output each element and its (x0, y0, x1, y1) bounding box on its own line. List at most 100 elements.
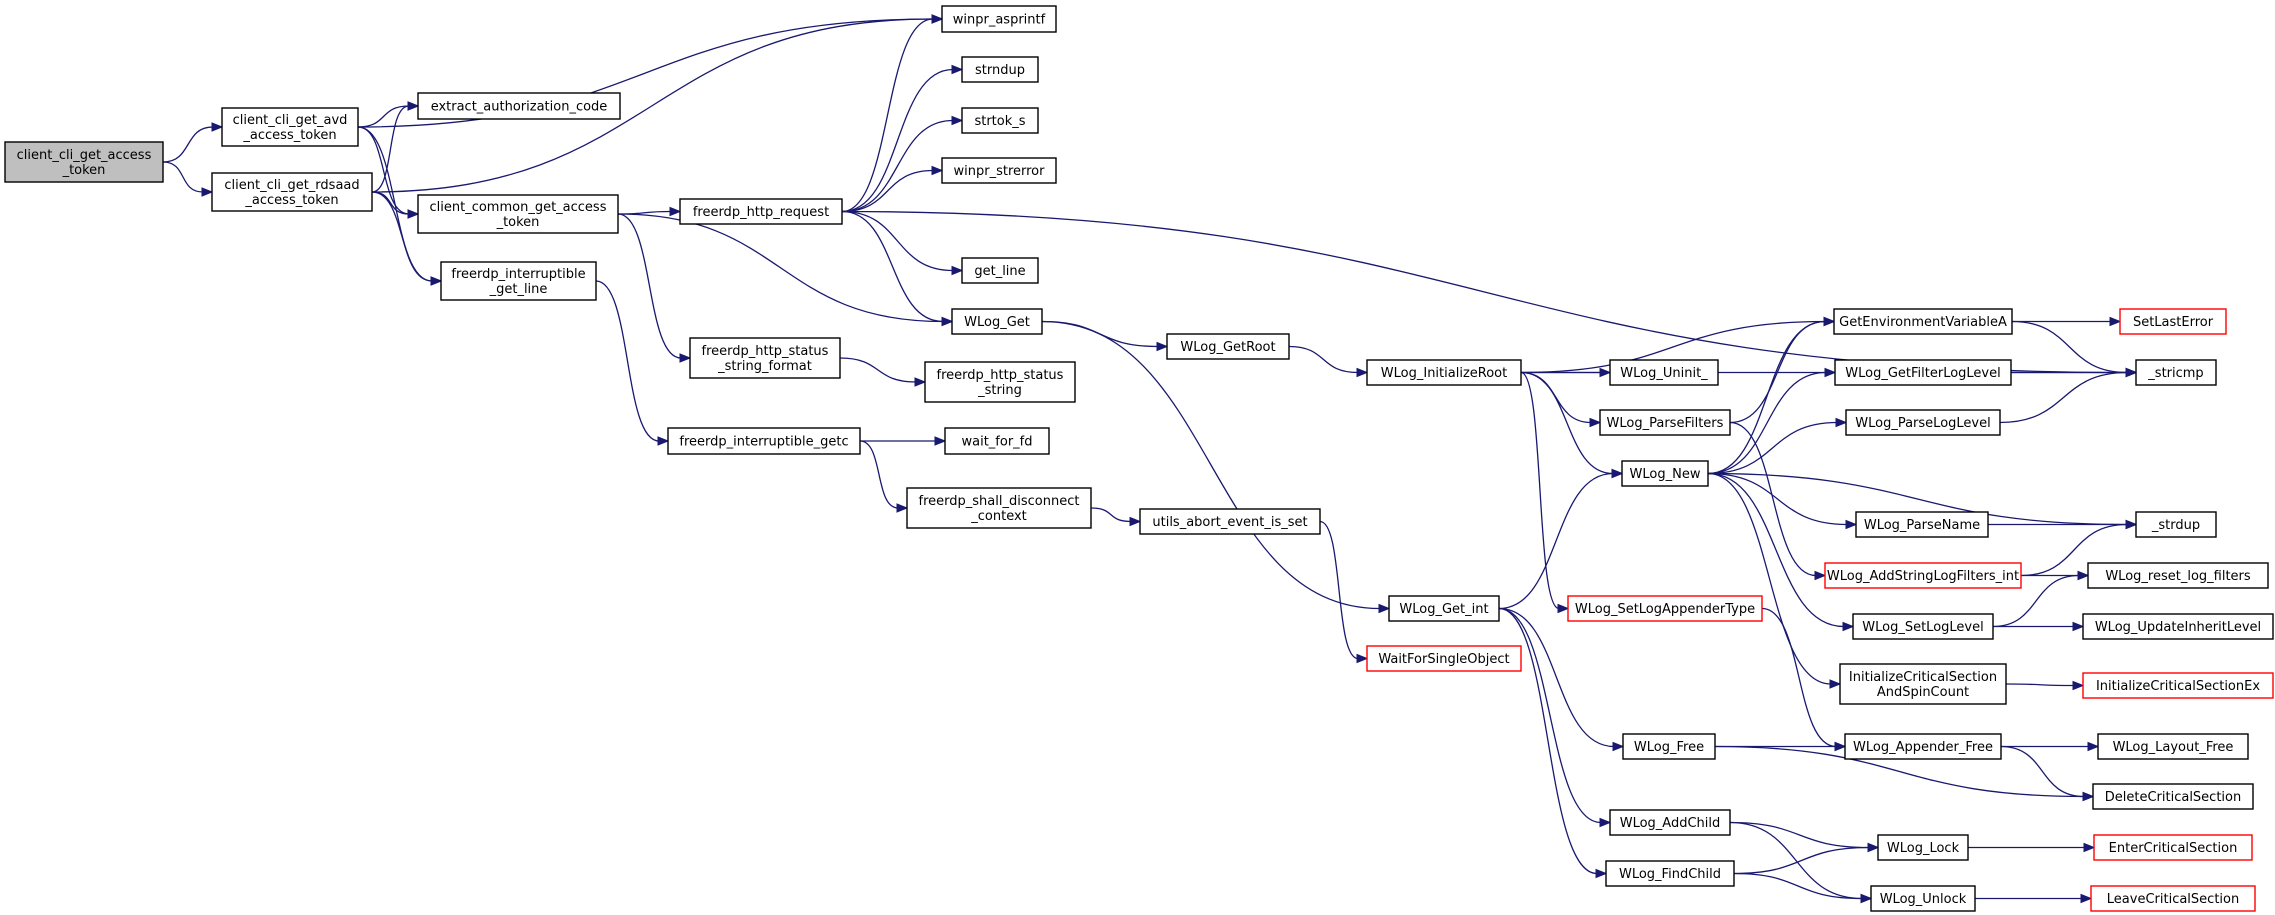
function-node-abort-event[interactable]: utils_abort_event_is_set (1139, 508, 1321, 535)
function-node-parse-level[interactable]: WLog_ParseLogLevel (1845, 409, 2001, 436)
node-label: WLog_UpdateInheritLevel (2095, 620, 2261, 635)
function-node-strndup[interactable]: strndup (961, 56, 1039, 83)
function-node-root[interactable]: client_cli_get_access_token (4, 141, 164, 183)
node-box (2097, 733, 2249, 760)
call-edge-status_format-to-status_string (839, 357, 927, 387)
node-label: get_line (974, 264, 1025, 279)
node-label: WLog_Uninit_ (1620, 366, 1708, 381)
node-box (1621, 460, 1709, 487)
arrowhead (1356, 367, 1369, 378)
node-label: DeleteCriticalSection (2105, 790, 2241, 805)
function-node-set-last-error[interactable]: SetLastError (2119, 308, 2227, 335)
edge-line (371, 191, 433, 282)
function-node-layout-free[interactable]: WLog_Layout_Free (2097, 733, 2249, 760)
arrowhead (2125, 519, 2138, 530)
function-node-uninit[interactable]: WLog_Uninit_ (1609, 359, 1719, 386)
function-node-avd[interactable]: client_cli_get_avd_access_token (221, 107, 359, 147)
function-node-set-level[interactable]: WLog_SetLogLevel (1852, 613, 1994, 640)
call-edge-wlog_get-to-get_int (1041, 320, 1391, 614)
node-label: EnterCriticalSection (2109, 841, 2238, 856)
arrowhead (931, 14, 944, 24)
edge-line (841, 169, 934, 213)
node-label: GetEnvironmentVariableA (1839, 315, 2007, 330)
edge-line (1707, 472, 1848, 526)
function-node-get-int[interactable]: WLog_Get_int (1388, 595, 1500, 622)
function-node-update-inherit[interactable]: WLog_UpdateInheritLevel (2082, 613, 2274, 640)
function-node-interruptible-line[interactable]: freerdp_interruptible_get_line (440, 261, 597, 301)
edge-line (1041, 320, 1381, 610)
function-node-wlog-unlock[interactable]: WLog_Unlock (1870, 885, 1976, 912)
function-node-common[interactable]: client_common_get_access_token (417, 194, 619, 234)
call-edge-add_child-to-wlog_unlock (1729, 821, 1873, 904)
arrowhead (1824, 367, 1837, 378)
node-label: client_cli_get_access (17, 148, 152, 163)
function-node-parse-name[interactable]: WLog_ParseName (1855, 511, 1989, 538)
function-node-http-request[interactable]: freerdp_http_request (679, 198, 843, 225)
function-node-init-root[interactable]: WLog_InitializeRoot (1366, 359, 1522, 386)
call-edge-get_int-to-wlog_free (1498, 607, 1625, 752)
node-box (2092, 783, 2254, 810)
function-node-rdsaad[interactable]: client_cli_get_rdsaad_access_token (211, 172, 373, 212)
function-node-strdup[interactable]: _strdup (2135, 511, 2217, 538)
function-node-wlog-free[interactable]: WLog_Free (1622, 733, 1716, 760)
node-box (951, 308, 1043, 335)
function-node-wlog-lock[interactable]: WLog_Lock (1877, 834, 1969, 861)
edge-line (2020, 523, 2128, 577)
node-box (2087, 562, 2269, 589)
node-label: _stricmp (2147, 366, 2203, 381)
function-node-shall-disconnect[interactable]: freerdp_shall_disconnect_context (906, 487, 1092, 529)
edge-line (2011, 320, 2128, 374)
node-label: strndup (975, 63, 1025, 78)
function-node-add-child[interactable]: WLog_AddChild (1609, 809, 1731, 836)
node-box (941, 5, 1057, 33)
call-edge-init_root-to-uninit (1521, 367, 1612, 378)
function-node-strtok[interactable]: strtok_s (961, 107, 1039, 134)
function-node-status-string[interactable]: freerdp_http_status_string (924, 361, 1076, 403)
node-label: freerdp_interruptible (451, 267, 585, 282)
function-node-stricmp[interactable]: _stricmp (2135, 359, 2217, 386)
node-box (961, 107, 1039, 134)
node-box (1366, 359, 1522, 386)
function-node-get-line[interactable]: get_line (961, 257, 1039, 284)
function-node-find-child[interactable]: WLog_FindChild (1605, 860, 1735, 887)
node-label: WLog_Unlock (1880, 892, 1967, 907)
node-label: WLog_Free (1634, 740, 1704, 755)
node-box (417, 92, 621, 120)
arrowhead (1834, 741, 1847, 752)
function-node-get-env[interactable]: GetEnvironmentVariableA (1833, 308, 2013, 335)
function-node-wlog-get[interactable]: WLog_Get (951, 308, 1043, 335)
function-node-appender-free[interactable]: WLog_Appender_Free (1844, 733, 2002, 760)
node-label: utils_abort_event_is_set (1152, 515, 1307, 530)
function-node-get-filter[interactable]: WLog_GetFilterLogLevel (1834, 359, 2012, 386)
function-node-enter-cs[interactable]: EnterCriticalSection (2093, 834, 2253, 861)
edge-line (1707, 371, 1827, 475)
edge-line (1707, 421, 1838, 475)
function-node-status-format[interactable]: freerdp_http_status_string_format (689, 337, 841, 379)
function-node-getc[interactable]: freerdp_interruptible_getc (667, 427, 861, 455)
function-node-asprintf[interactable]: winpr_asprintf (941, 5, 1057, 33)
function-node-get-root[interactable]: WLog_GetRoot (1166, 333, 1290, 360)
function-node-leave-cs[interactable]: LeaveCriticalSection (2090, 885, 2256, 912)
arrowhead (1599, 817, 1612, 828)
edge-line (1498, 607, 1602, 824)
node-label: LeaveCriticalSection (2107, 892, 2239, 907)
arrowhead (2077, 570, 2090, 581)
function-node-set-appender[interactable]: WLog_SetLogAppenderType (1567, 595, 1763, 622)
call-edge-appender_free-to-layout_free (2001, 741, 2100, 752)
node-label: AndSpinCount (1877, 685, 1969, 700)
function-node-strerror[interactable]: winpr_strerror (941, 157, 1057, 184)
node-label: WLog_Layout_Free (2113, 740, 2234, 755)
arrowhead (931, 165, 944, 176)
function-node-extract[interactable]: extract_authorization_code (417, 92, 621, 120)
function-node-add-string-filters[interactable]: WLog_AddStringLogFilters_int (1824, 562, 2022, 589)
function-node-reset-filters[interactable]: WLog_reset_log_filters (2087, 562, 2269, 589)
node-label: _strdup (2151, 518, 2200, 533)
function-node-delete-cs[interactable]: DeleteCriticalSection (2092, 783, 2254, 810)
function-node-init-cs-ex[interactable]: InitializeCriticalSectionEx (2082, 672, 2274, 699)
function-node-wait-fd[interactable]: wait_for_fd (944, 427, 1050, 455)
function-node-parse-filters[interactable]: WLog_ParseFilters (1599, 409, 1731, 436)
node-label: WLog_Get_int (1399, 602, 1488, 617)
function-node-wait-single[interactable]: WaitForSingleObject (1366, 645, 1522, 672)
function-node-wlog-new[interactable]: WLog_New (1621, 460, 1709, 487)
